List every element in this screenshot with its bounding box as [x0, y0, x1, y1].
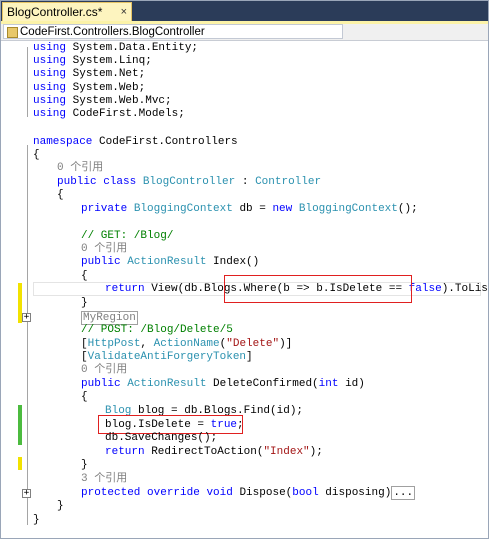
code-line: }	[81, 297, 88, 309]
current-line-highlight	[33, 282, 481, 296]
code-text-area[interactable]: + + using System.Data.Entity; using Syst…	[1, 41, 488, 538]
change-bar-unsaved	[18, 457, 22, 470]
code-line: }	[33, 514, 40, 526]
code-line: public ActionResult Index()	[81, 256, 260, 268]
code-line: [HttpPost, ActionName("Delete")]	[81, 338, 293, 350]
reference-count[interactable]: 0 个引用	[81, 364, 128, 376]
code-line: {	[33, 149, 40, 161]
tab-blogcontroller[interactable]: BlogController.cs* ×	[2, 2, 132, 21]
code-line: using System.Data.Entity;	[33, 42, 199, 54]
class-dropdown[interactable]: CodeFirst.Controllers.BlogController	[3, 24, 343, 39]
code-line: protected override void Dispose(bool dis…	[81, 486, 416, 500]
tab-title: BlogController.cs*	[7, 5, 103, 19]
code-line: using System.Linq;	[33, 55, 152, 67]
code-line: public class BlogController : Controller	[57, 176, 322, 188]
code-line: {	[81, 391, 88, 403]
change-bar-saved	[18, 405, 22, 445]
class-path-label: CodeFirst.Controllers.BlogController	[20, 26, 205, 38]
code-line: db.SaveChanges();	[105, 432, 218, 444]
code-line: }	[57, 500, 64, 512]
reference-count[interactable]: 3 个引用	[81, 473, 128, 485]
outline-guide	[27, 145, 28, 525]
expand-region-icon[interactable]: +	[22, 312, 31, 322]
code-line: using System.Web;	[33, 82, 146, 94]
highlight-box-where	[224, 275, 412, 303]
code-line: using CodeFirst.Models;	[33, 108, 185, 120]
code-line: {	[57, 189, 64, 201]
code-comment: // POST: /Blog/Delete/5	[81, 324, 233, 336]
code-line: [ValidateAntiForgeryToken]	[81, 351, 253, 363]
reference-count[interactable]: 0 个引用	[57, 162, 104, 174]
code-line: Blog blog = db.Blogs.Find(id);	[105, 405, 304, 417]
highlight-box-isdelete	[98, 415, 243, 434]
editor-margin	[1, 41, 21, 538]
code-line: return View(db.Blogs.Where(b => b.IsDele…	[105, 283, 488, 295]
collapsed-region[interactable]: MyRegion	[81, 311, 138, 325]
outline-guide	[27, 47, 28, 117]
code-line: namespace CodeFirst.Controllers	[33, 136, 238, 148]
class-icon	[7, 27, 18, 38]
code-line: }	[81, 459, 88, 471]
navigation-bar: CodeFirst.Controllers.BlogController	[1, 24, 488, 41]
code-comment: // GET: /Blog/	[81, 230, 174, 242]
close-icon[interactable]: ×	[120, 6, 127, 18]
code-line: blog.IsDelete = true;	[105, 419, 244, 431]
reference-count[interactable]: 0 个引用	[81, 243, 128, 255]
code-line: private BloggingContext db = new Bloggin…	[81, 203, 418, 215]
document-tab-strip: BlogController.cs* ×	[1, 1, 488, 24]
collapsed-method[interactable]: ...	[391, 486, 416, 500]
code-line: using System.Web.Mvc;	[33, 95, 172, 107]
code-line: return RedirectToAction("Index");	[105, 446, 323, 458]
code-line: public ActionResult DeleteConfirmed(int …	[81, 378, 365, 390]
expand-method-icon[interactable]: +	[22, 488, 31, 498]
change-bar-unsaved	[18, 283, 22, 323]
code-line: {	[81, 270, 88, 282]
code-line: using System.Net;	[33, 68, 146, 80]
